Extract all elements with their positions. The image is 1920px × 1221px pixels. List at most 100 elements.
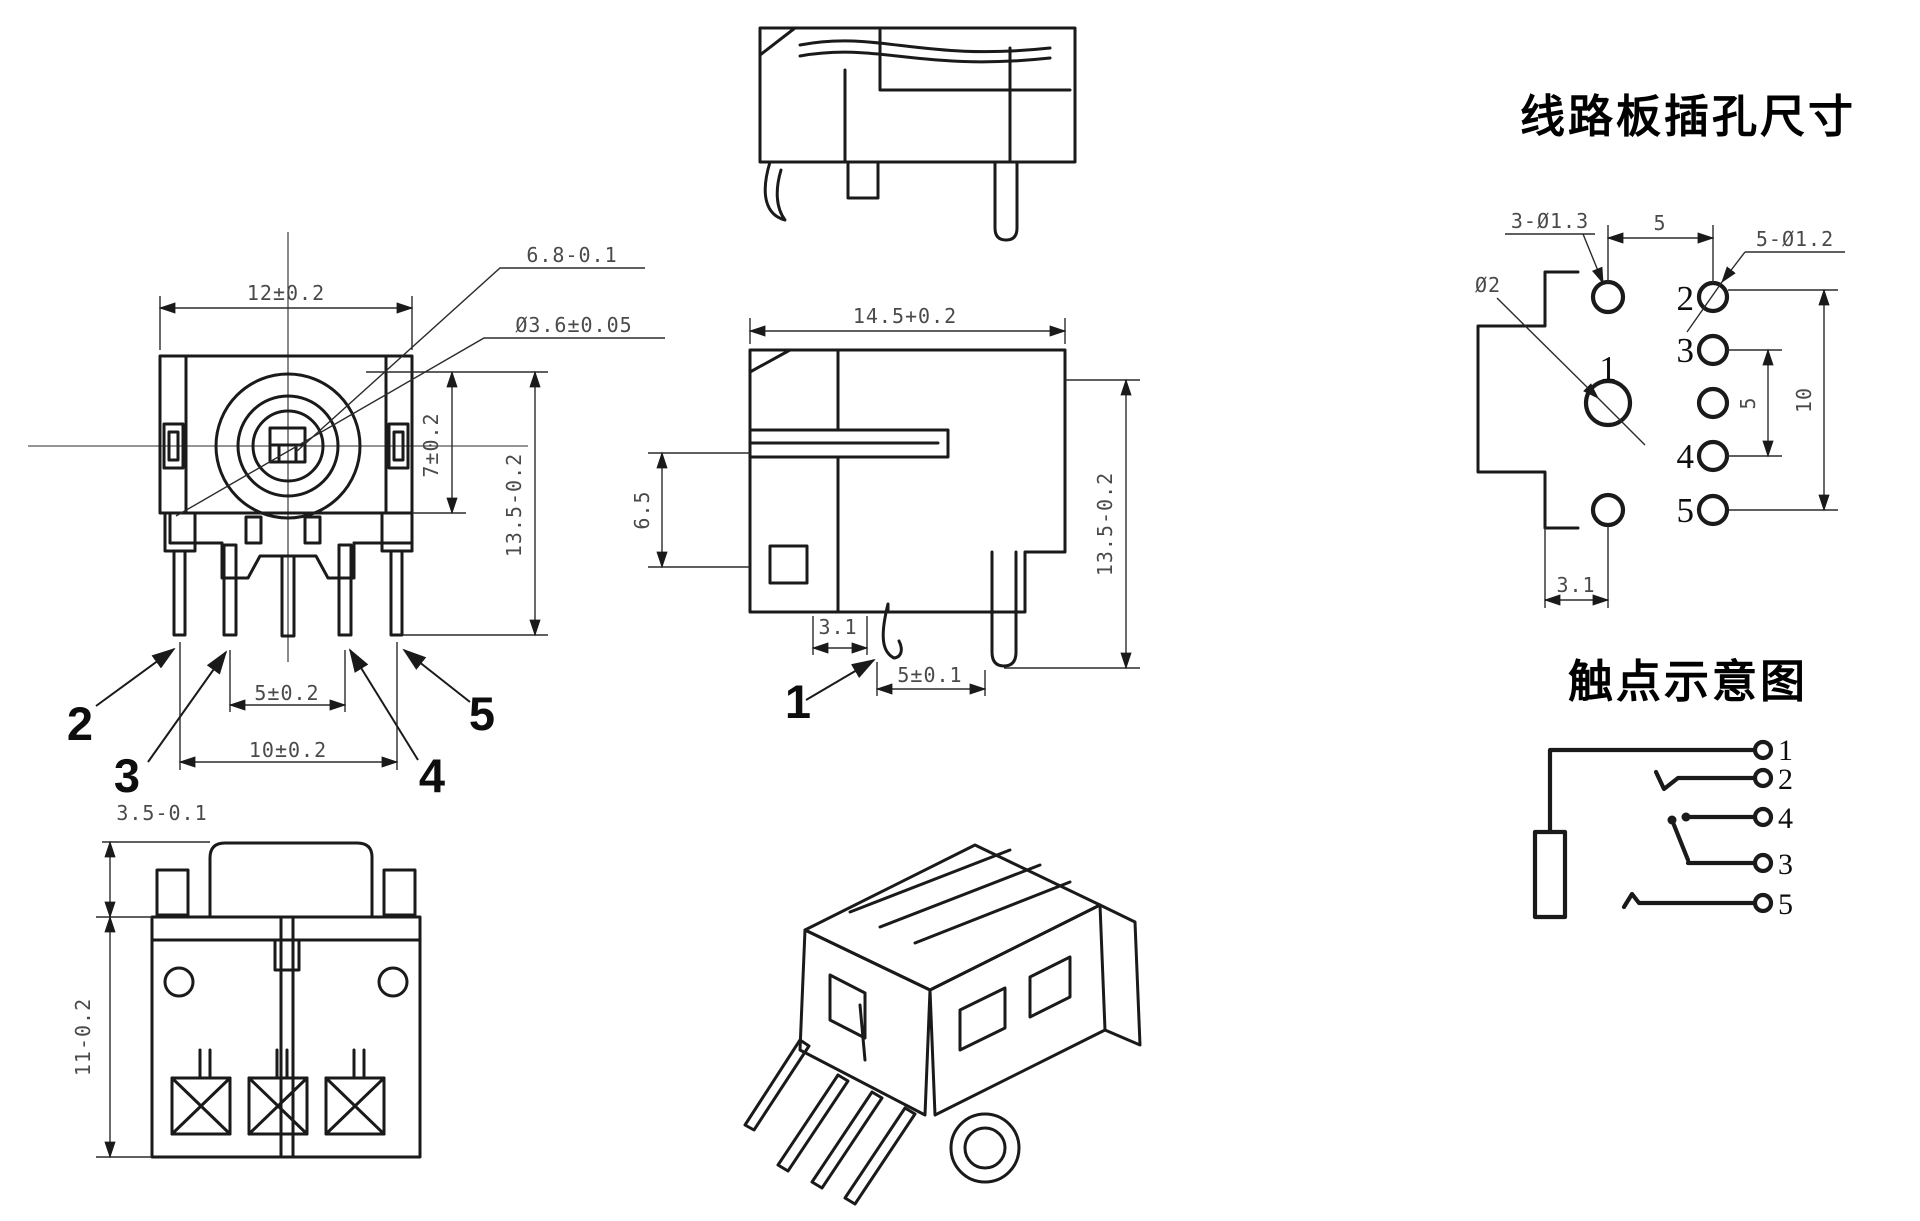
hole-mid (1696, 386, 1730, 420)
iso-pin (810, 1090, 884, 1190)
skirt-left (168, 511, 224, 545)
lever-curve (798, 39, 1052, 64)
pin-wire (198, 1048, 366, 1080)
ext-line (648, 452, 750, 568)
pcb-mid-pitch-dim: 5 (1736, 396, 1760, 409)
pad (170, 1076, 232, 1136)
pcb-hole4-number: 4 (1677, 437, 1695, 476)
iso-clip-hole (828, 973, 867, 1040)
side-view: 14.5+0.2 6.5 13.5-0.2 3.1 5±0.1 1 (630, 304, 1140, 728)
pin-leg (172, 549, 187, 637)
front-half-height-dim: 7±0.2 (419, 412, 443, 477)
body-outline (158, 354, 414, 515)
schematic-pin2-number: 2 (1778, 763, 1793, 796)
bent-pin-hook (763, 160, 787, 222)
pcb-hole-layout: 3-Ø1.3 5 5-Ø1.2 Ø2 1 2 3 4 5 5 10 3.1 (1475, 209, 1845, 608)
front-pin5-label: 5 (469, 687, 495, 740)
bottom-cap-dim: 3.5-0.1 (116, 801, 207, 825)
pad (324, 1076, 386, 1136)
leader-tab (295, 267, 645, 453)
schematic-pin5-number: 5 (1778, 888, 1793, 921)
pad-hatch (170, 1076, 232, 1136)
pcb-hole1-number: 1 (1599, 349, 1617, 388)
barrel-inner-circle (251, 409, 325, 483)
terminal-pin3 (1752, 852, 1774, 874)
iso-edge-line (858, 1003, 867, 1062)
leader-pin1 (805, 658, 876, 701)
barrel-outer-circle (214, 372, 362, 520)
front-tab-dim: 6.8-0.1 (526, 243, 617, 267)
bottom-view: 3.5-0.1 11-0.2 (71, 801, 422, 1159)
solder-pads (170, 1076, 386, 1136)
leader-holes-row-arrow (1721, 251, 1746, 284)
pcb-top-pitch-dim: 5 (1653, 211, 1666, 235)
center-detail (273, 938, 301, 972)
side-width-dim: 14.5+0.2 (853, 304, 957, 328)
pcb-row-span-dim: 10 (1792, 387, 1816, 413)
pcb-edge-dim: 3.1 (1556, 573, 1595, 597)
hole-pin5 (1696, 493, 1730, 527)
right-latch (387, 422, 410, 470)
terminal-pin1 (1752, 739, 1774, 761)
round-pin (993, 160, 1019, 242)
iso-pin (843, 1106, 917, 1206)
front-view: 12±0.2 6.8-0.1 Ø3.6±0.05 7±0.2 13.5-0.2 … (28, 232, 665, 802)
leader-barrel (175, 337, 665, 517)
right-latch-inner (392, 430, 405, 462)
iso-left-face (798, 928, 932, 1117)
flange-lines (184, 354, 388, 515)
terminal-pin5 (1752, 892, 1774, 914)
iso-clip-hole (1028, 955, 1072, 1019)
front-pitch-outer-dim: 10±0.2 (249, 738, 327, 762)
front-width-dim: 12±0.2 (247, 281, 325, 305)
hole-center (1583, 378, 1633, 428)
vent-slot-right (303, 515, 322, 545)
cap-outline (208, 841, 374, 919)
hole-small (1590, 492, 1626, 528)
center-boss (220, 541, 356, 580)
mount-hole-left (163, 966, 195, 998)
plug-symbol (1532, 829, 1568, 920)
round-pin (990, 550, 1018, 668)
pcb-center-hole-label: Ø2 (1475, 273, 1501, 297)
leader-pin5 (402, 648, 471, 703)
bent-pin-hook (881, 602, 903, 660)
front-pin4-label: 4 (419, 749, 445, 802)
pcb-holes-row-label: 5-Ø1.2 (1756, 227, 1834, 251)
side-depth-dim: 6.5 (630, 490, 654, 529)
pad-hatch (247, 1076, 309, 1136)
iso-barrel-inner (963, 1126, 1007, 1170)
clip-hole (768, 544, 809, 585)
body-outline (150, 915, 422, 1159)
iso-top-face (803, 843, 1102, 992)
pad (247, 1076, 309, 1136)
contact-dot (1681, 812, 1691, 822)
side-pin-offset-dim: 3.1 (818, 615, 857, 639)
schematic-pin4-number: 4 (1778, 802, 1793, 835)
terminal-pin2 (1752, 767, 1774, 789)
pcb-hole3-number: 3 (1677, 331, 1695, 370)
wire-pin1 (1547, 747, 1758, 835)
side-total-height-dim: 13.5-0.2 (1093, 472, 1117, 576)
pin-leg (337, 543, 353, 637)
leader-center-hole-tail (1597, 397, 1646, 446)
iso-top-ribs (848, 848, 1072, 945)
iso-right-face (928, 903, 1107, 1117)
chamfer-line (758, 26, 797, 57)
iso-pin (776, 1073, 850, 1173)
left-latch-inner (167, 430, 180, 462)
side-body-outline (748, 348, 1067, 614)
pcb-hole2-number: 2 (1677, 279, 1695, 318)
jack-slot (268, 426, 307, 464)
mount-tab (846, 160, 880, 200)
iso-barrel-outer (949, 1112, 1021, 1184)
shield-lines (843, 26, 1072, 164)
terminal-pin4 (1752, 806, 1774, 828)
leader-center-hole (1496, 297, 1599, 399)
front-total-height-dim: 13.5-0.2 (502, 453, 526, 557)
hole-pin3 (1696, 333, 1730, 367)
leader-holes-small-arrow (1582, 233, 1604, 285)
wire-pin5 (1621, 891, 1758, 910)
hole-small (1590, 279, 1626, 315)
